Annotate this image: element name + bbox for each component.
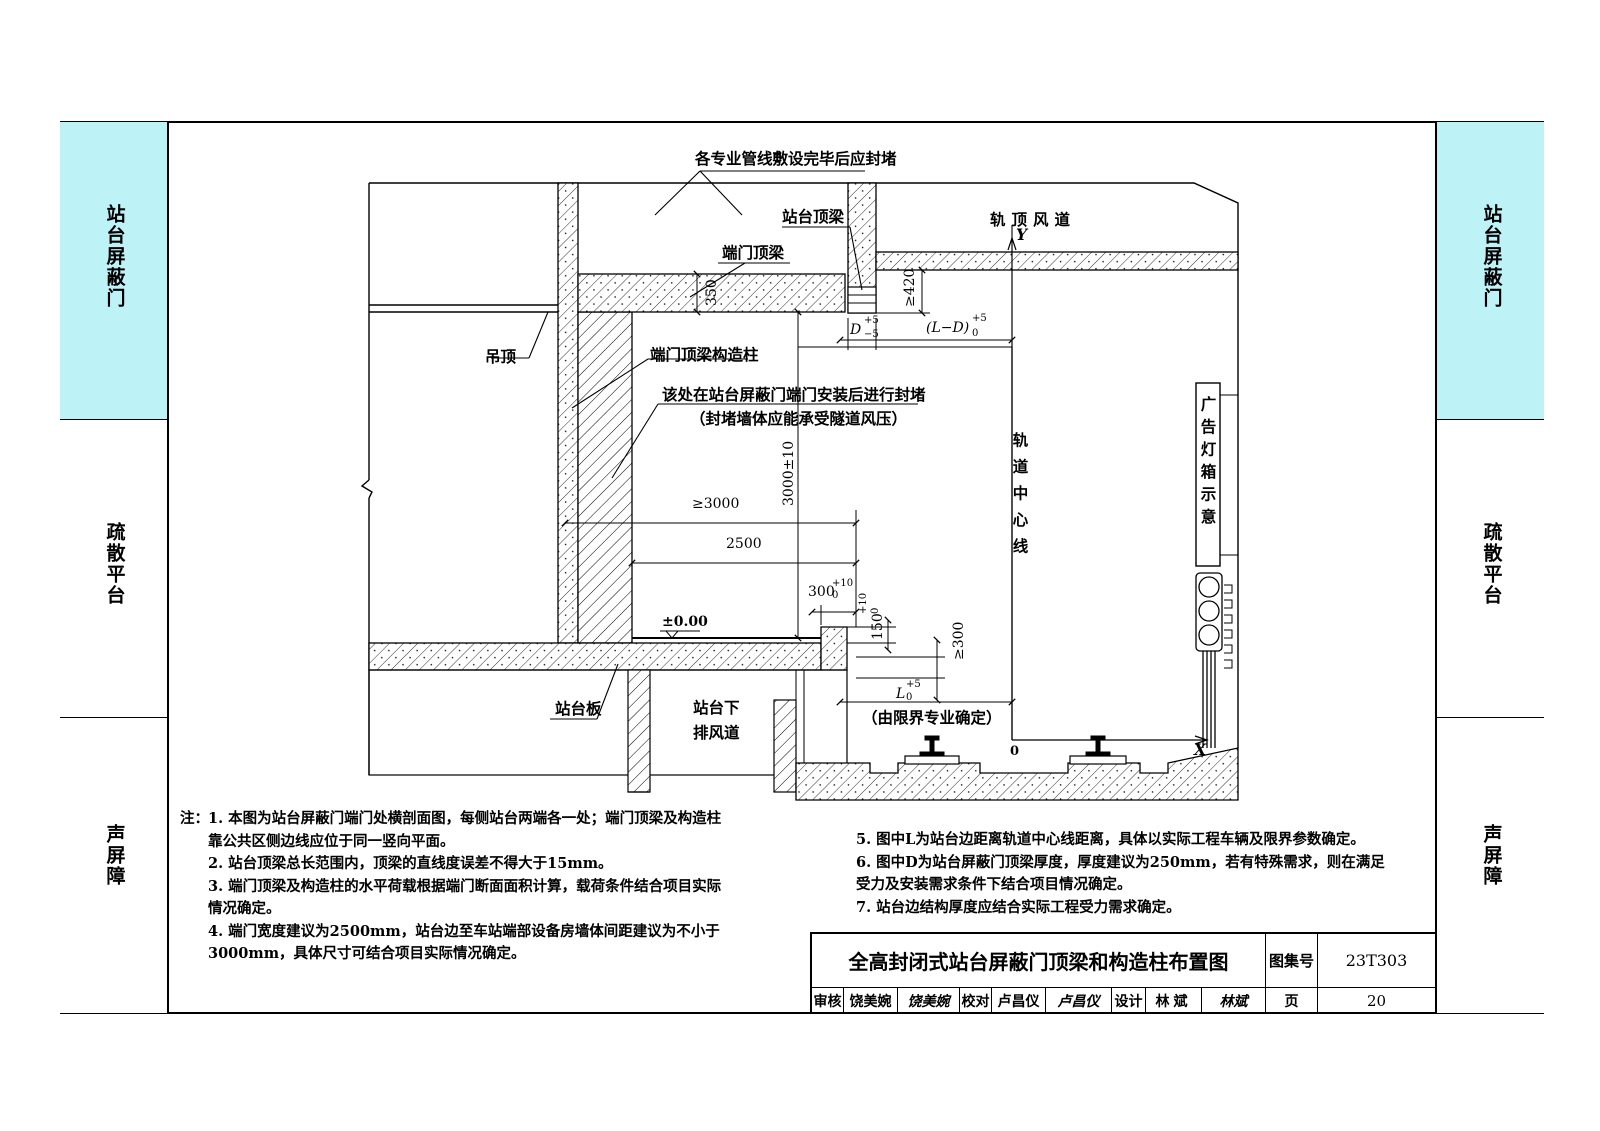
atlas-label: 图集号 [1266, 934, 1318, 988]
dim-LD-sub: 0 [972, 328, 978, 339]
note-line: 4. 端门宽度建议为2500mm，站台边至车站端部设备房墙体间距建议为不小于 [208, 922, 720, 940]
review-label: 审核 [812, 988, 844, 1014]
left-tab-label: 声屏障 [103, 824, 126, 887]
dim-3000: 3000±10 [781, 441, 797, 506]
end-door-column [577, 311, 633, 644]
page-number: 20 [1366, 992, 1387, 1010]
label-ad-box: 广告灯箱示意 [1199, 395, 1218, 531]
label-limit-note: （由限界专业确定） [862, 708, 1002, 727]
label-under-duct-2: 排风道 [693, 723, 740, 742]
label-axis-y: Y [1016, 225, 1029, 244]
title-block: 全高封闭式站台屏蔽门顶梁和构造柱布置图 图集号 23T303 审核 饶美婉 饶美… [810, 932, 1437, 1014]
dim-D-sub: −5 [864, 329, 879, 340]
track-bed [795, 747, 1239, 801]
note-line: 6. 图中D为站台屏蔽门顶梁厚度，厚度建议为250mm，若有特殊需求，则在满足 [856, 853, 1385, 871]
cable-bracket [1195, 572, 1223, 748]
dim-150: 150 [870, 613, 886, 640]
dim-ge300: ≥300 [951, 622, 967, 660]
left-tab-label: 站台屏蔽门 [103, 204, 126, 309]
label-end-door-beam: 端门顶梁 [722, 243, 785, 262]
left-tab-evacuation[interactable]: 疏散平台 [60, 419, 167, 717]
left-wall [557, 182, 579, 644]
dim-ge3000: ≥3000 [692, 496, 739, 512]
platform-slab [368, 642, 822, 671]
note-line: 3000mm，具体尺寸可结合项目实际情况确定。 [208, 945, 526, 962]
rail-top-duct-slab [875, 251, 1239, 271]
dim-150-sub: 0 [870, 608, 881, 614]
note-line: 受力及安装需求条件下结合项目情况确定。 [856, 876, 1132, 893]
page-label: 页 [1266, 988, 1318, 1014]
atlas-number: 23T303 [1318, 934, 1435, 988]
right-tab-label: 声屏障 [1480, 824, 1503, 887]
dim-L: L [895, 686, 905, 702]
left-tab-sound-barrier[interactable]: 声屏障 [60, 717, 167, 1014]
dim-D-sup: +5 [864, 315, 879, 326]
dim-L-sup: +5 [906, 679, 921, 690]
designer-signature: 林斌 [1202, 988, 1266, 1014]
dim-420: ≥420 [902, 269, 918, 307]
label-origin: 0 [1010, 744, 1019, 759]
dimension-texts: 350 ≥420 3000±10 ≥3000 2500 ≥300 D +5 −5… [692, 269, 987, 703]
dim-D: D [849, 322, 861, 338]
designer-name: 林斌 [1146, 988, 1202, 1014]
dim-L-sub: 0 [906, 692, 912, 703]
label-end-column: 端门顶梁构造柱 [650, 345, 759, 364]
dim-150-sup: +10 [858, 593, 869, 614]
label-platform-slab: 站台板 [555, 699, 602, 718]
right-tab-evacuation[interactable]: 疏散平台 [1437, 419, 1544, 717]
drawing-labels: 各专业管线敷设完毕后应封堵 站台顶梁 轨顶风道 端门顶梁 吊顶 端门顶梁构造柱 … [485, 149, 1207, 759]
note-line: 3. 端门顶梁及构造柱的水平荷载根据端门断面面积计算，载荷条件结合项目实际 [208, 877, 722, 895]
design-label: 设计 [1112, 988, 1146, 1014]
structure-outline [360, 182, 1239, 775]
checker-signature: 卢昌仪 [1046, 988, 1112, 1014]
reviewer-name: 饶美婉 [844, 988, 898, 1014]
label-under-duct-1: 站台下 [693, 698, 740, 717]
leader-lines [491, 170, 1013, 720]
label-seal-after-1: 该处在站台屏蔽门端门安装后进行封堵 [662, 385, 926, 404]
under-platform-structure [368, 669, 848, 776]
dim-LD: (L−D) [926, 320, 969, 336]
dimension-lines [561, 266, 1016, 712]
right-tab-sound-barrier[interactable]: 声屏障 [1437, 717, 1544, 1014]
checker-name: 卢昌仪 [992, 988, 1046, 1014]
check-label: 校对 [960, 988, 992, 1014]
left-tab-platform-door[interactable]: 站台屏蔽门 [60, 121, 167, 419]
label-rail-top-duct: 轨顶风道 [990, 210, 1076, 229]
notes-lead: 注： [180, 810, 209, 827]
reviewer-signature: 饶美婉 [898, 988, 960, 1014]
note-line: 2. 站台顶梁总长范围内，顶梁的直线度误差不得大于15mm。 [208, 855, 613, 872]
drawing-title: 全高封闭式站台屏蔽门顶梁和构造柱布置图 [812, 934, 1266, 988]
dim-300-sup: +10 [832, 578, 853, 589]
label-elevation: ±0.00 [662, 614, 708, 630]
note-line: 5. 图中L为站台边距离轨道中心线距离，具体以实际工程车辆及限界参数确定。 [856, 831, 1365, 848]
end-door-beam [577, 273, 846, 313]
dim-300: 300 [808, 584, 835, 600]
right-tab-platform-door[interactable]: 站台屏蔽门 [1437, 121, 1544, 419]
notes-right: 5. 图中L为站台边距离轨道中心线距离，具体以实际工程车辆及限界参数确定。 6.… [856, 829, 1426, 919]
left-tab-label: 疏散平台 [103, 522, 126, 606]
note-line: 7. 站台边结构厚度应结合实际工程受力需求确定。 [856, 898, 1181, 916]
drawing-frame [167, 121, 1437, 1014]
label-ceiling: 吊顶 [485, 347, 517, 366]
coordinate-axes [1007, 236, 1209, 745]
dim-2500: 2500 [726, 536, 762, 552]
label-axis-x: X [1193, 740, 1207, 759]
label-seal-note: 各专业管线敷设完毕后应封堵 [694, 149, 897, 168]
dim-350: 350 [704, 279, 720, 306]
note-line: 情况确定。 [208, 900, 281, 917]
right-tab-label: 站台屏蔽门 [1480, 204, 1503, 309]
note-line: 1. 本图为站台屏蔽门端门处横剖面图，每侧站台两端各一处；端门顶梁及构造柱 [208, 810, 722, 827]
label-platform-beam: 站台顶梁 [782, 207, 845, 226]
rail-left [904, 735, 960, 765]
right-tab-label: 疏散平台 [1480, 522, 1503, 606]
ad-box [1195, 382, 1221, 567]
note-line: 靠公共区侧边线应位于同一竖向平面。 [208, 832, 455, 850]
dim-300-sub: 0 [832, 590, 838, 601]
label-seal-after-2: （封堵墙体应能承受隧道风压） [690, 409, 907, 428]
label-track-centerline: 轨道中心线 [1011, 431, 1030, 565]
dim-LD-sup: +5 [972, 313, 987, 324]
